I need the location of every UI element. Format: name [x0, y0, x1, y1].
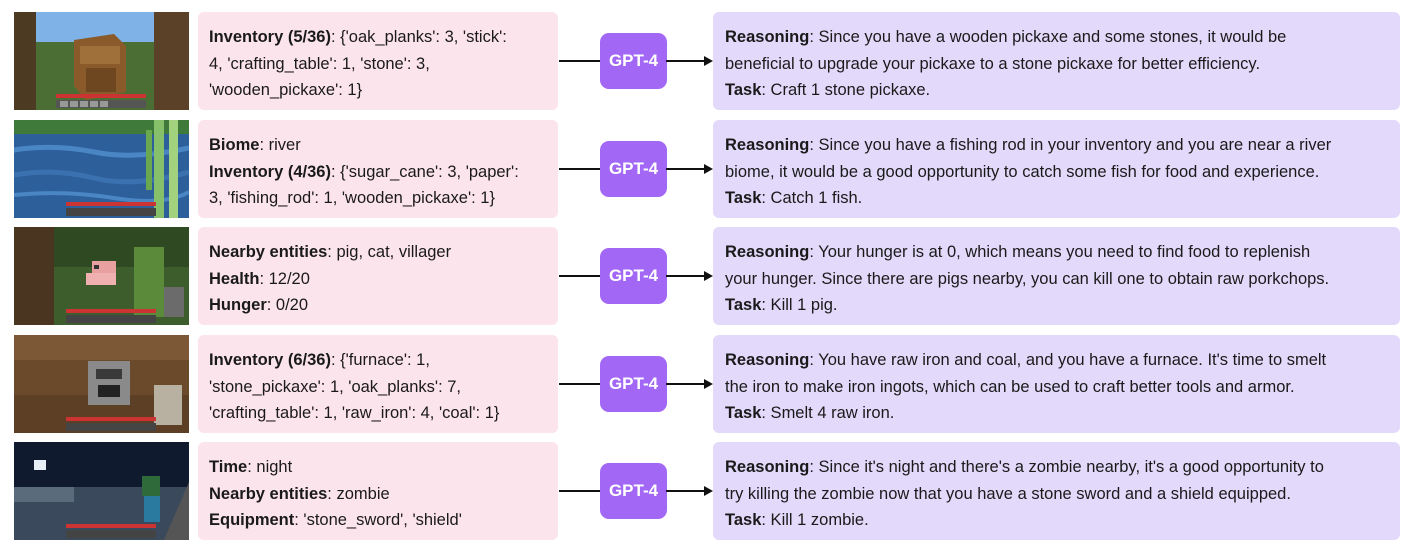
arrowhead-icon: [704, 486, 713, 496]
reasoning-line: Reasoning: Your hunger is at 0, which me…: [725, 243, 1311, 261]
task-line: Task: Kill 1 zombie.: [725, 511, 869, 529]
reasoning-line: the iron to make iron ingots, which can …: [725, 377, 1295, 396]
example-row: Biome: river Inventory (4/36): {'sugar_c…: [0, 120, 1408, 218]
arrowhead-icon: [704, 56, 713, 66]
obs-line: Hunger: 0/20: [209, 296, 309, 314]
arrowhead-icon: [704, 164, 713, 174]
arrowhead-icon: [704, 379, 713, 389]
reasoning-line: Reasoning: Since it's night and there's …: [725, 458, 1324, 476]
gpt-4-box: GPT-4: [600, 33, 667, 89]
reasoning-box: Reasoning: Your hunger is at 0, which me…: [713, 227, 1400, 325]
observation-box: Nearby entities: pig, cat, villager Heal…: [198, 227, 558, 325]
connector-line: [559, 60, 601, 62]
obs-line: Health: 12/20: [209, 269, 310, 288]
arrowhead-icon: [704, 271, 713, 281]
example-row: Inventory (6/36): {'furnace': 1, 'stone_…: [0, 335, 1408, 433]
observation-box: Time: night Nearby entities: zombie Equi…: [198, 442, 558, 540]
task-line: Task: Smelt 4 raw iron.: [725, 404, 895, 422]
obs-line: 'crafting_table': 1, 'raw_iron': 4, 'coa…: [209, 404, 500, 422]
obs-line: Time: night: [209, 458, 293, 476]
reasoning-line: your hunger. Since there are pigs nearby…: [725, 269, 1330, 288]
connector-line: [666, 60, 706, 62]
reasoning-box: Reasoning: Since you have a fishing rod …: [713, 120, 1400, 218]
reasoning-line: Reasoning: Since you have a wooden picka…: [725, 28, 1287, 46]
obs-line: 'stone_pickaxe': 1, 'oak_planks': 7,: [209, 377, 462, 396]
minecraft-screenshot-night-zombie: [14, 442, 189, 540]
task-line: Task: Craft 1 stone pickaxe.: [725, 81, 931, 99]
observation-box: Inventory (6/36): {'furnace': 1, 'stone_…: [198, 335, 558, 433]
connector-line: [666, 168, 706, 170]
connector-line: [559, 275, 601, 277]
reasoning-box: Reasoning: You have raw iron and coal, a…: [713, 335, 1400, 433]
task-line: Task: Catch 1 fish.: [725, 189, 863, 207]
obs-line: 4, 'crafting_table': 1, 'stone': 3,: [209, 54, 430, 73]
minecraft-screenshot-crafting-table: [14, 12, 189, 110]
example-row: Nearby entities: pig, cat, villager Heal…: [0, 227, 1408, 325]
obs-line: Inventory (4/36): {'sugar_cane': 3, 'pap…: [209, 162, 519, 181]
obs-line: Equipment: 'stone_sword', 'shield': [209, 511, 462, 529]
reasoning-line: beneficial to upgrade your pickaxe to a …: [725, 54, 1261, 73]
gpt-4-box: GPT-4: [600, 248, 667, 304]
reasoning-line: try killing the zombie now that you have…: [725, 484, 1291, 503]
gpt-4-box: GPT-4: [600, 463, 667, 519]
gpt-4-box: GPT-4: [600, 356, 667, 412]
reasoning-box: Reasoning: Since you have a wooden picka…: [713, 12, 1400, 110]
obs-line: Inventory (5/36): {'oak_planks': 3, 'sti…: [209, 28, 507, 46]
minecraft-screenshot-furnace: [14, 335, 189, 433]
example-row: Inventory (5/36): {'oak_planks': 3, 'sti…: [0, 12, 1408, 110]
obs-line: 3, 'fishing_rod': 1, 'wooden_pickaxe': 1…: [209, 189, 495, 207]
obs-line: Biome: river: [209, 136, 301, 154]
connector-line: [559, 490, 601, 492]
connector-line: [666, 490, 706, 492]
connector-line: [559, 168, 601, 170]
connector-line: [666, 383, 706, 385]
reasoning-line: biome, it would be a good opportunity to…: [725, 162, 1320, 181]
reasoning-box: Reasoning: Since it's night and there's …: [713, 442, 1400, 540]
task-line: Task: Kill 1 pig.: [725, 296, 838, 314]
observation-box: Biome: river Inventory (4/36): {'sugar_c…: [198, 120, 558, 218]
observation-box: Inventory (5/36): {'oak_planks': 3, 'sti…: [198, 12, 558, 110]
minecraft-screenshot-pig: [14, 227, 189, 325]
example-row: Time: night Nearby entities: zombie Equi…: [0, 442, 1408, 540]
connector-line: [666, 275, 706, 277]
obs-line: 'wooden_pickaxe': 1}: [209, 81, 363, 99]
obs-line: Nearby entities: pig, cat, villager: [209, 243, 452, 261]
obs-line: Inventory (6/36): {'furnace': 1,: [209, 351, 430, 369]
connector-line: [559, 383, 601, 385]
reasoning-line: Reasoning: You have raw iron and coal, a…: [725, 351, 1327, 369]
minecraft-screenshot-river: [14, 120, 189, 218]
reasoning-line: Reasoning: Since you have a fishing rod …: [725, 136, 1332, 154]
gpt-4-box: GPT-4: [600, 141, 667, 197]
obs-line: Nearby entities: zombie: [209, 484, 390, 503]
